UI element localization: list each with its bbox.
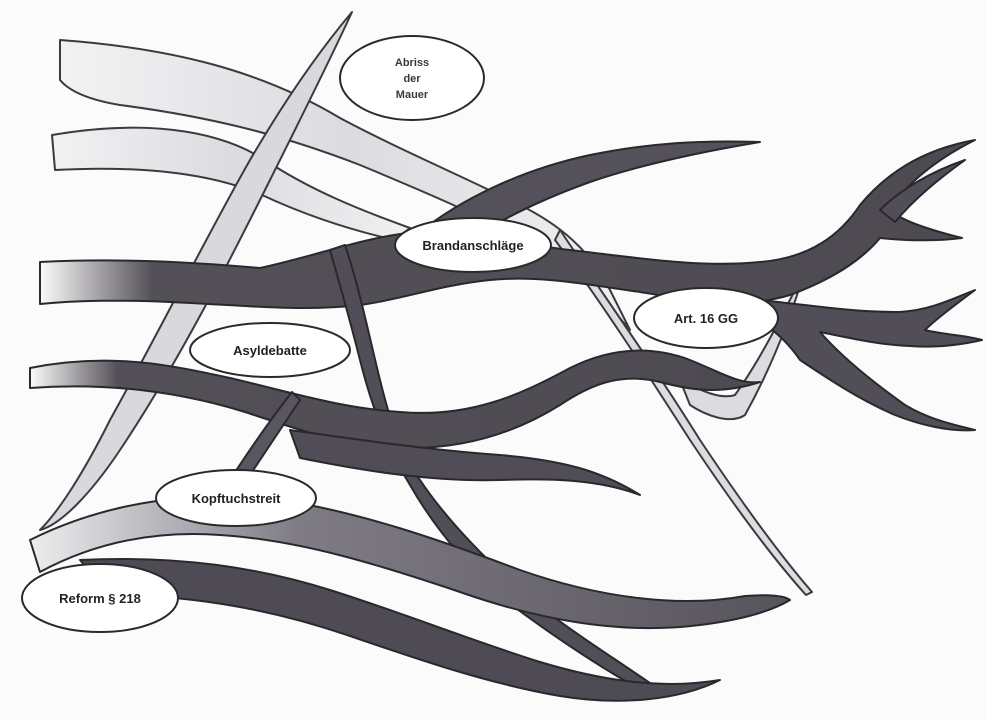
branch-art16-fork — [759, 289, 983, 432]
node-asyl[interactable]: Asyldebatte — [189, 322, 351, 378]
dark-branches — [29, 139, 983, 702]
node-abriss[interactable]: Abriss der Mauer — [339, 35, 485, 121]
node-abriss-line3: Mauer — [396, 89, 429, 101]
node-abriss-line1: Abriss — [395, 57, 429, 69]
node-reform[interactable]: Reform § 218 — [21, 563, 179, 633]
node-asyl-label: Asyldebatte — [233, 343, 307, 358]
branch-art16-spike-top — [879, 159, 966, 223]
node-abriss-shape — [339, 35, 485, 121]
node-brand-label: Brandanschläge — [422, 238, 523, 253]
node-kopftuch-label: Kopftuchstreit — [192, 491, 282, 506]
node-abriss-line2: der — [403, 73, 421, 85]
node-kopftuch[interactable]: Kopftuchstreit — [155, 469, 317, 527]
node-art16-label: Art. 16 GG — [674, 311, 738, 326]
node-brand[interactable]: Brandanschläge — [394, 217, 552, 273]
node-reform-shape — [21, 563, 179, 633]
node-brand-shape — [394, 217, 552, 273]
branch-asyl-lower — [289, 429, 641, 496]
branch-brand-upper — [419, 140, 761, 241]
node-art16-shape — [633, 287, 779, 349]
node-asyl-shape — [189, 322, 351, 378]
node-reform-label: Reform § 218 — [59, 591, 141, 606]
node-kopftuch-shape — [155, 469, 317, 527]
branch-bottom-sweep — [79, 557, 721, 702]
node-art16[interactable]: Art. 16 GG — [633, 287, 779, 349]
